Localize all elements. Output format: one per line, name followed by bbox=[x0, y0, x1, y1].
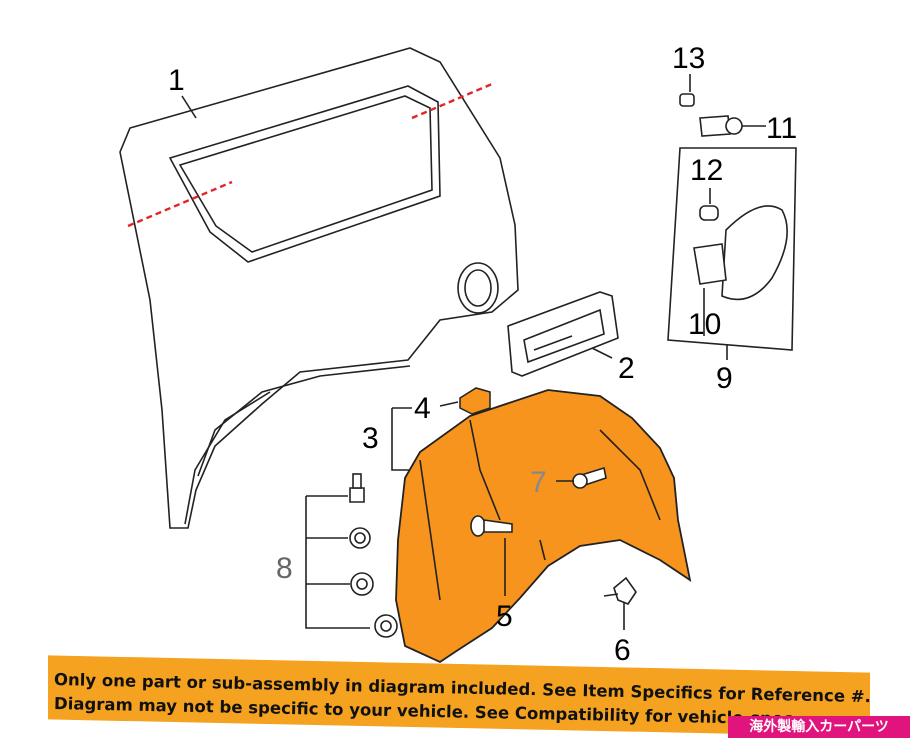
wheelhouse-liner bbox=[395, 389, 692, 664]
callout-2: 2 bbox=[618, 352, 635, 385]
callout-12: 12 bbox=[690, 154, 723, 187]
fasteners-part-8 bbox=[349, 473, 398, 638]
callout-13: 13 bbox=[672, 42, 705, 75]
callout-6: 6 bbox=[614, 634, 631, 667]
clip-part-4 bbox=[459, 387, 491, 415]
bolt-part-7 bbox=[572, 466, 607, 489]
callout-10: 10 bbox=[688, 308, 721, 341]
quarter-panel bbox=[119, 47, 519, 529]
callout-5: 5 bbox=[496, 600, 513, 633]
push-pin-part-5 bbox=[470, 515, 513, 537]
bracket-part-2 bbox=[507, 291, 619, 377]
cap-part-13 bbox=[679, 93, 695, 107]
clip-part-6 bbox=[603, 576, 637, 605]
callout-1: 1 bbox=[168, 64, 185, 97]
leader-lines bbox=[181, 74, 766, 630]
callout-4: 4 bbox=[414, 392, 431, 425]
callout-9: 9 bbox=[716, 362, 733, 395]
callout-8: 8 bbox=[276, 552, 293, 585]
callout-11: 11 bbox=[766, 112, 797, 145]
callout-7: 7 bbox=[530, 466, 547, 499]
shop-badge: 海外製輸入カーパーツ bbox=[728, 716, 910, 738]
clip-part-11 bbox=[699, 115, 743, 137]
callout-3: 3 bbox=[362, 422, 379, 455]
cut-line-right bbox=[411, 82, 493, 120]
fuel-door-box bbox=[667, 147, 797, 351]
cut-line-left bbox=[127, 180, 233, 228]
